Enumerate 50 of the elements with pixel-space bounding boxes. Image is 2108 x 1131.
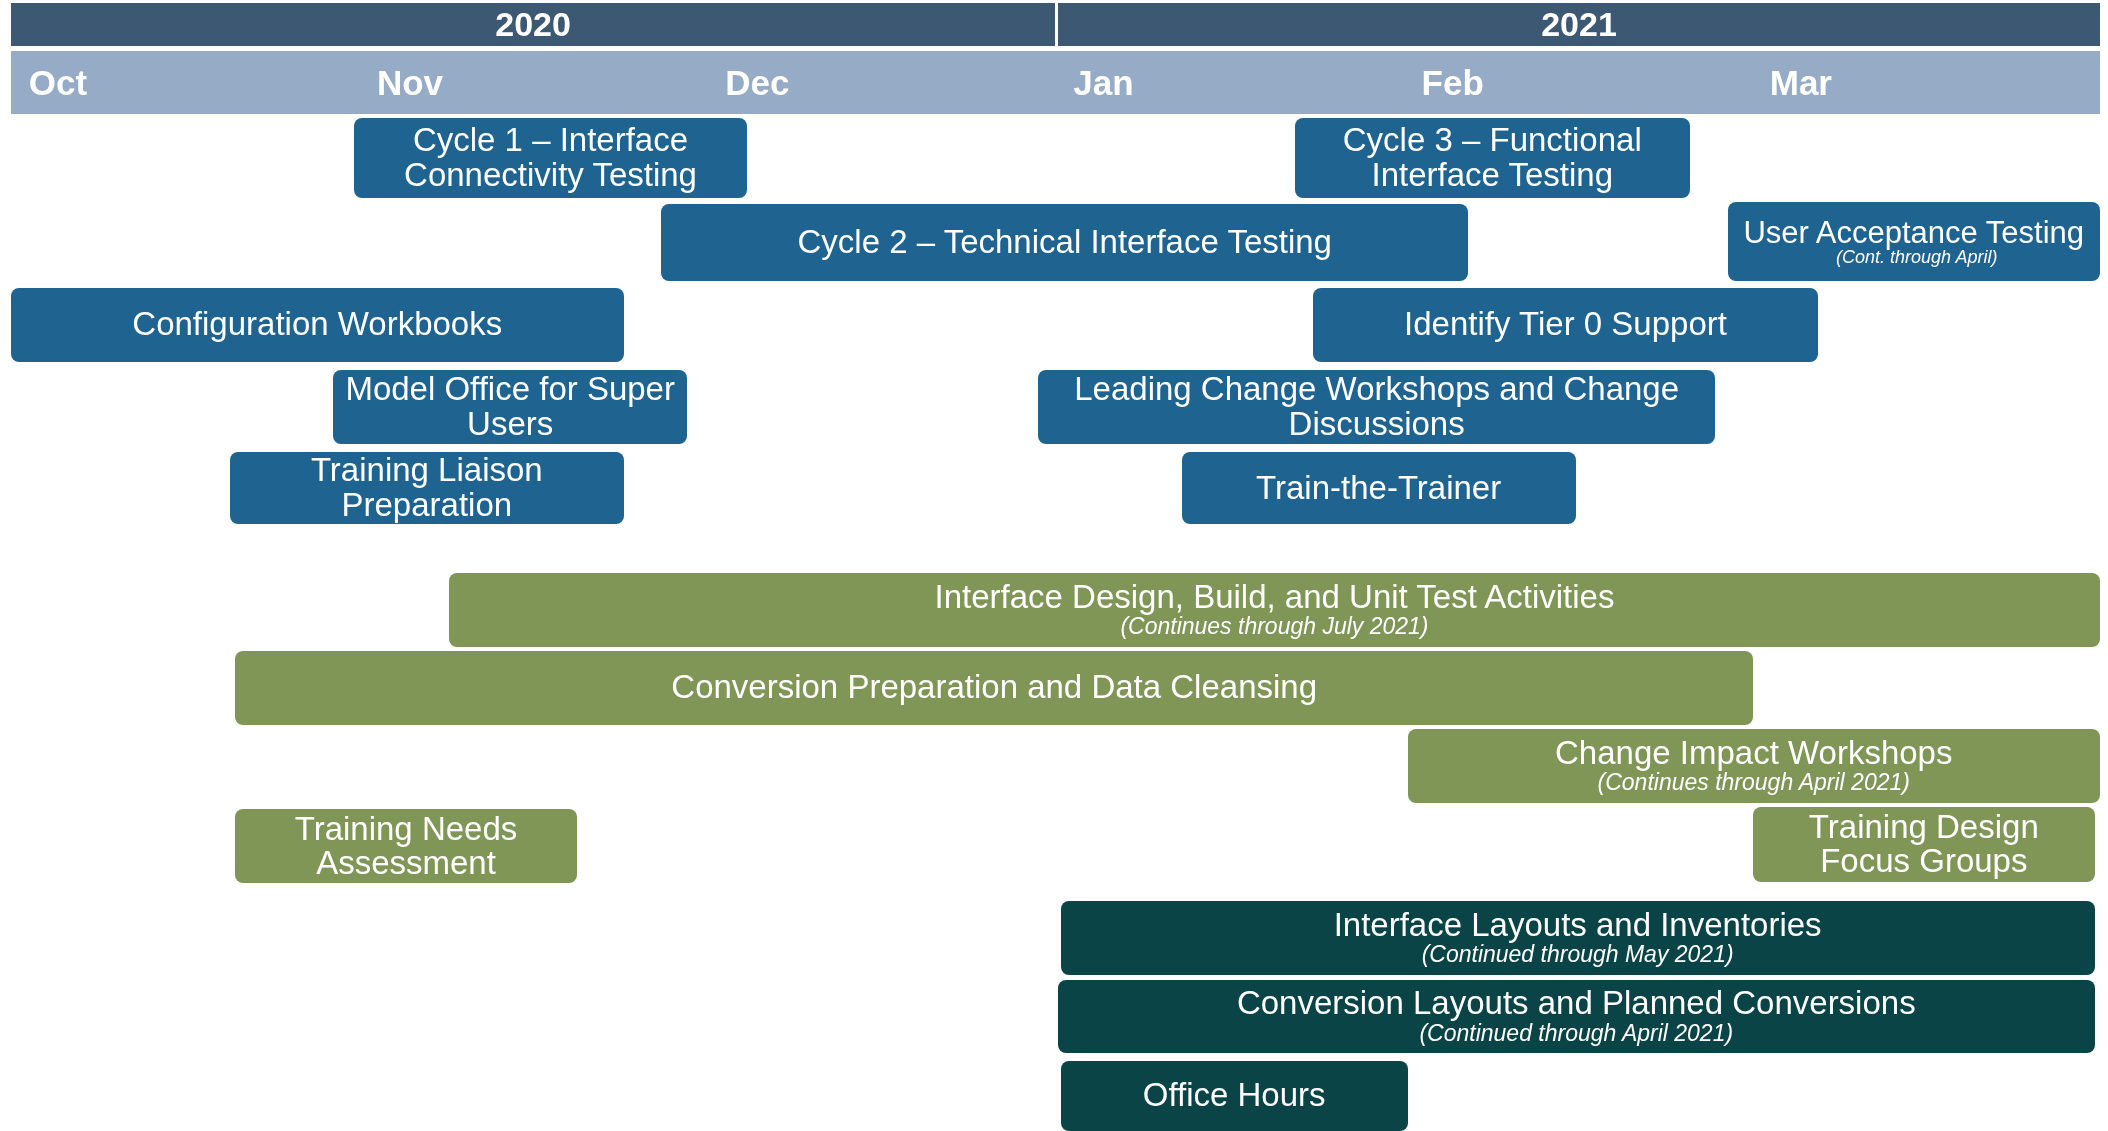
task-bar — [1181, 451, 1576, 525]
task-bar — [1407, 728, 2100, 803]
month-label: Feb — [1421, 62, 1484, 103]
month-header — [1751, 51, 2100, 115]
month-label: Mar — [1769, 62, 1832, 103]
month-header — [10, 51, 359, 115]
year-label: 2021 — [1541, 4, 1617, 44]
month-label: Jan — [1073, 62, 1134, 103]
task-label: Interface Design, Build, and Unit Test Activities — [934, 579, 1615, 615]
task-bar — [235, 650, 1754, 725]
task-label: Cycle 3 – Functional Interface Testing — [1341, 123, 1643, 193]
duration-note: (Continues through April 2021) — [1597, 770, 1910, 796]
task-label: Identify Tier 0 Support — [1404, 307, 1727, 342]
task-bar — [1060, 900, 2095, 975]
task-bar — [1753, 806, 2095, 882]
task-bar — [1294, 118, 1690, 198]
year-label: 2020 — [495, 4, 571, 44]
duration-note: (Continues through July 2021) — [1120, 614, 1429, 640]
month-label: Nov — [376, 62, 444, 103]
task-label: Cycle 2 – Technical Interface Testing — [797, 225, 1332, 260]
year-header — [1058, 2, 2100, 46]
task-label: Training Liaison Preparation — [309, 453, 544, 523]
duration-note: (Continued through May 2021) — [1421, 942, 1734, 968]
task-bar — [10, 287, 624, 362]
task-label: Training Needs Assessment — [293, 811, 519, 881]
task-bar — [1313, 287, 1818, 362]
task-bar — [229, 451, 624, 525]
task-label: Configuration Workbooks — [132, 307, 503, 342]
task-bar — [1727, 201, 2100, 281]
task-label: Cycle 1 – Interface Connectivity Testing — [403, 123, 698, 193]
month-label: Oct — [28, 62, 88, 103]
task-label: Model Office for Super Users — [344, 372, 676, 442]
duration-note: (Continued through April 2021) — [1419, 1021, 1734, 1047]
task-bar — [353, 118, 748, 198]
month-label: Dec — [725, 62, 790, 103]
task-bar — [661, 204, 1469, 281]
task-bar — [1060, 1060, 1408, 1131]
task-label: Training Design Focus Groups — [1807, 809, 2040, 879]
task-label: Train-the-Trainer — [1256, 470, 1502, 506]
task-label: User Acceptance Testing — [1743, 216, 2085, 248]
year-header — [10, 2, 1056, 46]
task-label: Office Hours — [1142, 1078, 1326, 1113]
task-label: Conversion Preparation and Data Cleansing — [671, 670, 1318, 705]
task-label: Change Impact Workshops — [1555, 735, 1953, 771]
task-bar — [235, 809, 577, 884]
task-bar — [1037, 369, 1716, 444]
task-bar — [449, 572, 2100, 647]
task-bar — [1058, 980, 2095, 1053]
task-label: Interface Layouts and Inventories — [1333, 907, 1822, 943]
task-label: Leading Change Workshops and Change Discussions — [1073, 372, 1681, 442]
